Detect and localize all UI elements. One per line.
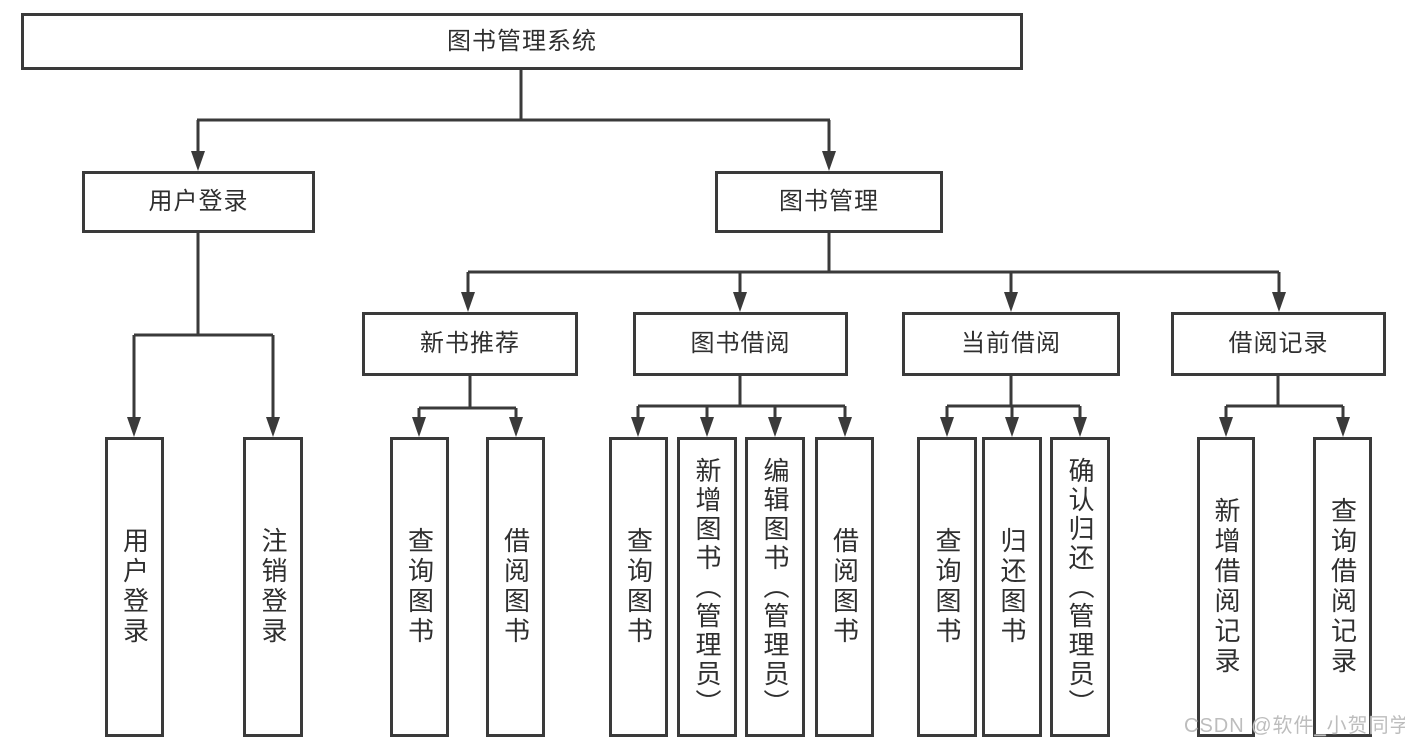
leaf-label: 查询图书 (932, 527, 962, 647)
leaf-label: 注销登录 (258, 527, 288, 647)
node-book-management-branch: 图书管理 (715, 171, 943, 233)
node-library-management-system: 图书管理系统 (21, 13, 1023, 70)
leaf-add-borrow-record: 新增借阅记录 (1197, 437, 1255, 737)
node-label: 用户登录 (148, 188, 249, 215)
leaf-query-borrow-record: 查询借阅记录 (1313, 437, 1372, 737)
leaf-label: 编辑图书（管理员） (760, 456, 790, 718)
node-current-borrow: 当前借阅 (902, 312, 1120, 376)
leaf-label: 确认归还（管理员） (1065, 456, 1095, 718)
leaf-label: 查询借阅记录 (1327, 497, 1358, 677)
leaf-borrow-books: 借阅图书 (815, 437, 874, 737)
node-new-book-recommend: 新书推荐 (362, 312, 578, 376)
leaf-return-books: 归还图书 (982, 437, 1042, 737)
node-label: 图书管理 (779, 188, 879, 215)
arrowhead-icons (127, 151, 1350, 437)
node-label: 借阅记录 (1228, 330, 1329, 357)
leaf-label: 新增图书（管理员） (692, 456, 722, 718)
leaf-label: 归还图书 (997, 527, 1027, 647)
csdn-watermark: CSDN @软件_小贺同学 (1184, 715, 1405, 737)
node-label: 新书推荐 (420, 330, 520, 357)
node-user-login-branch: 用户登录 (82, 171, 315, 233)
leaf-confirm-return-admin: 确认归还（管理员） (1050, 437, 1110, 737)
leaf-add-books-admin: 新增图书（管理员） (677, 437, 737, 737)
leaf-logout: 注销登录 (243, 437, 303, 737)
leaf-label: 借阅图书 (829, 527, 860, 647)
leaf-label: 借阅图书 (500, 527, 531, 647)
node-borrow-record: 借阅记录 (1171, 312, 1386, 376)
leaf-edit-books-admin: 编辑图书（管理员） (745, 437, 805, 737)
leaf-query-books: 查询图书 (390, 437, 449, 737)
node-label: 图书管理系统 (447, 27, 597, 55)
node-book-borrow: 图书借阅 (633, 312, 848, 376)
leaf-label: 新增借阅记录 (1211, 497, 1241, 677)
node-label: 当前借阅 (961, 330, 1061, 357)
leaf-label: 用户登录 (119, 527, 150, 647)
leaf-borrow-books: 借阅图书 (486, 437, 545, 737)
leaf-label: 查询图书 (623, 527, 654, 647)
leaf-label: 查询图书 (404, 527, 435, 647)
leaf-user-login: 用户登录 (105, 437, 164, 737)
leaf-query-books: 查询图书 (609, 437, 668, 737)
leaf-query-books: 查询图书 (917, 437, 977, 737)
node-label: 图书借阅 (690, 330, 791, 357)
